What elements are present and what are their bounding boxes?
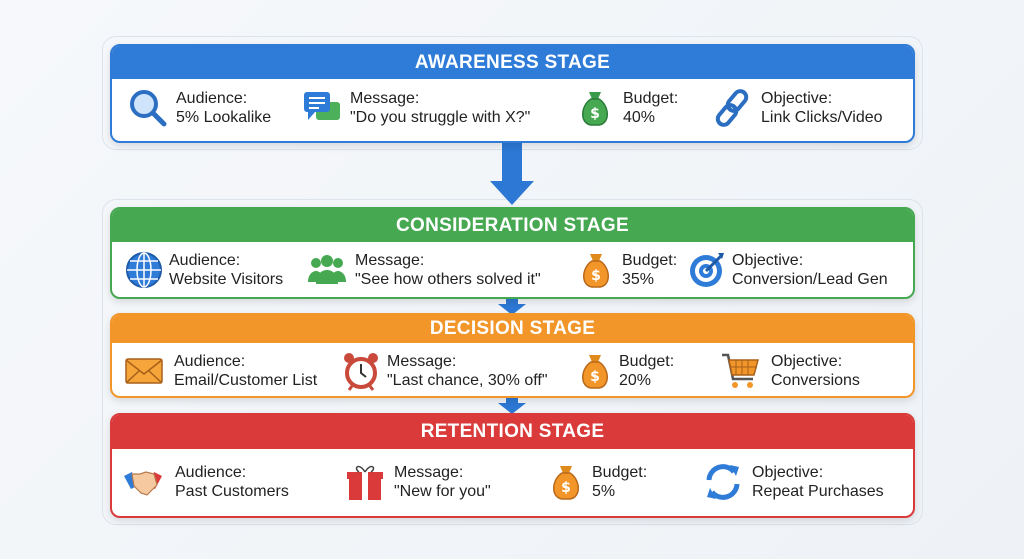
objective-item: Objective: Repeat Purchases [703,462,884,502]
item-value: Website Visitors [169,271,284,288]
audience-item: Audience: Email/Customer List [124,351,317,391]
gift-icon [347,465,383,500]
stage-title: AWARENESS STAGE [112,46,913,79]
item-value: "Last chance, 30% off" [387,372,548,389]
objective-item: Objective: Conversion/Lead Gen [687,250,888,290]
message-item: Message: "Last chance, 30% off" [341,351,548,391]
item-value: "Do you struggle with X?" [350,109,531,126]
down-arrow-icon [498,298,526,315]
item-label: Message: [350,90,420,107]
globe-icon [126,252,162,288]
item-label: Audience: [169,252,241,269]
budget-item: $ Budget: 35% [576,250,677,290]
item-label: Message: [387,353,457,370]
item-label: Budget: [622,252,678,269]
svg-text:$: $ [561,480,571,496]
item-label: Objective: [761,90,833,107]
item-value: 5% [592,483,616,500]
item-value: 35% [622,271,655,288]
shopping-cart-icon [722,353,759,388]
budget-item: $ Budget: 40% [575,88,678,128]
item-label: Objective: [771,353,843,370]
money-bag-icon: $ [583,254,609,288]
envelope-icon [125,358,163,384]
item-label: Budget: [619,353,675,370]
svg-text:$: $ [590,369,600,385]
link-icon [715,89,749,127]
svg-text:$: $ [591,268,601,284]
money-bag-icon: $ [582,355,608,389]
money-bag-icon: $ [553,466,579,500]
decision-stage-card: DECISION STAGE Audience: Email/Customer L… [110,313,915,398]
item-value: Email/Customer List [174,372,318,389]
item-value: "New for you" [394,483,491,500]
item-value: Past Customers [175,483,289,500]
alarm-clock-icon [344,353,378,391]
item-value: 40% [623,109,656,126]
message-item: Message: "New for you" [345,462,491,502]
item-label: Audience: [174,353,246,370]
item-label: Objective: [752,464,824,481]
item-label: Budget: [623,90,679,107]
people-group-icon [308,255,346,284]
magnifier-icon [130,90,167,127]
item-label: Message: [355,252,425,269]
budget-item: $ Budget: 5% [546,462,647,502]
objective-item: Objective: Link Clicks/Video [713,88,883,128]
item-label: Audience: [176,90,248,107]
item-value: Conversions [771,372,860,389]
audience-item: Audience: 5% Lookalike [128,88,271,128]
stage-title: RETENTION STAGE [112,415,913,449]
stage-title: DECISION STAGE [112,315,913,343]
message-item: Message: "Do you struggle with X?" [302,88,530,128]
chat-bubbles-icon [304,92,340,120]
svg-text:$: $ [590,106,600,122]
item-label: Budget: [592,464,648,481]
objective-item: Objective: Conversions [720,351,860,391]
retention-stage-card: RETENTION STAGE Audience:Past Customers … [110,413,915,518]
audience-item: Audience: Website Visitors [124,250,283,290]
item-value: Conversion/Lead Gen [732,271,888,288]
refresh-icon [706,464,740,500]
stage-title: CONSIDERATION STAGE [112,209,913,242]
down-arrow-icon [498,397,526,414]
item-label: Audience: [175,464,247,481]
handshake-icon [124,471,162,496]
audience-item: Audience: Past Customers [123,462,289,502]
item-value: "See how others solved it" [355,271,541,288]
item-label: Message: [394,464,464,481]
consideration-stage-card: CONSIDERATION STAGE Audience: Website Vis… [110,207,915,299]
item-value: Repeat Purchases [752,483,884,500]
item-value: 5% Lookalike [176,109,272,126]
item-value: Link Clicks/Video [761,109,883,126]
budget-item: $ Budget: 20% [575,351,674,391]
message-item: Message: "See how others solved it" [307,250,541,290]
target-icon [690,253,724,287]
item-label: Objective: [732,252,804,269]
item-value: 20% [619,372,652,389]
money-bag-icon: $ [582,92,608,126]
down-arrow-icon [490,143,534,205]
awareness-stage-card: AWARENESS STAGE Audience: 5% Lookalike Me… [110,44,915,143]
